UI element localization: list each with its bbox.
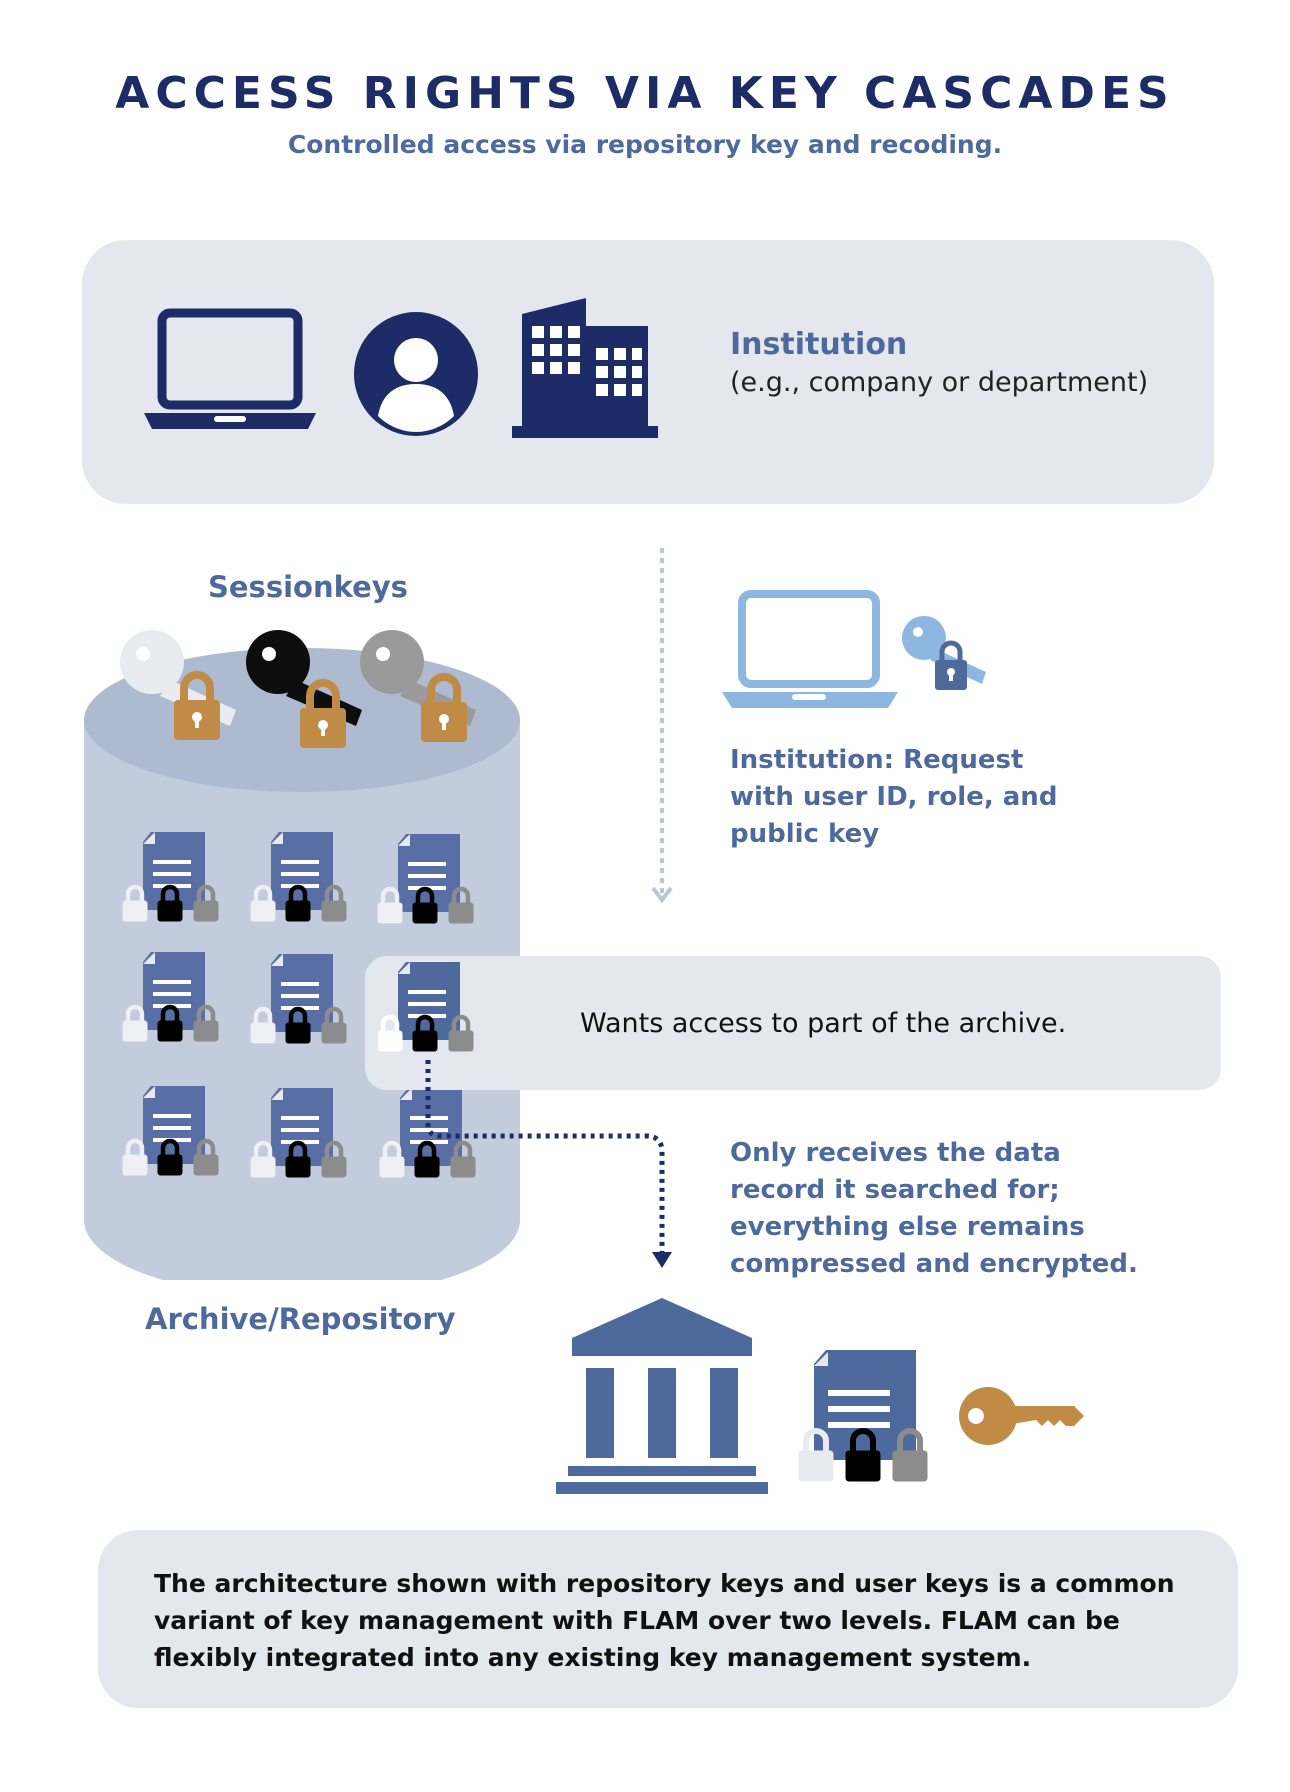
institution-building-icon <box>556 1298 768 1494</box>
page-subtitle: Controlled access via repository key and… <box>287 130 1003 159</box>
archive-cylinder <box>84 630 520 1280</box>
summary-text: The architecture shown with repository k… <box>154 1569 1175 1672</box>
selected-document-icon <box>378 962 488 1072</box>
summary-panel <box>98 1530 1238 1708</box>
result-description: Only receives the data record it searche… <box>730 1138 1138 1279</box>
access-request-panel <box>365 956 1221 1090</box>
public-key-icon <box>902 616 986 690</box>
sessionkeys-label: Sessionkeys <box>208 570 408 604</box>
retrieval-path-arrow <box>425 1060 672 1268</box>
padlock-gold-icon <box>174 671 220 740</box>
request-laptop-icon <box>722 590 898 708</box>
institution-description: (e.g., company or department) <box>730 367 1149 398</box>
decrypted-document-icon <box>792 1350 942 1488</box>
archive-label: Archive/Repository <box>145 1302 456 1336</box>
request-flow-arrow <box>651 548 673 904</box>
page-title: ACCESS RIGHTS VIA KEY CASCADES <box>115 68 1175 119</box>
request-description: Institution: Request with user ID, role,… <box>730 745 1058 849</box>
institution-title: Institution <box>730 327 908 362</box>
access-request-text: Wants access to part of the archive. <box>580 1008 1067 1039</box>
gold-key-icon <box>959 1387 1084 1445</box>
user-avatar-icon <box>354 312 478 436</box>
padlock-gold-icon <box>421 673 467 742</box>
laptop-icon <box>144 308 316 429</box>
padlock-gold-icon <box>300 679 346 748</box>
office-building-icon <box>512 298 658 438</box>
